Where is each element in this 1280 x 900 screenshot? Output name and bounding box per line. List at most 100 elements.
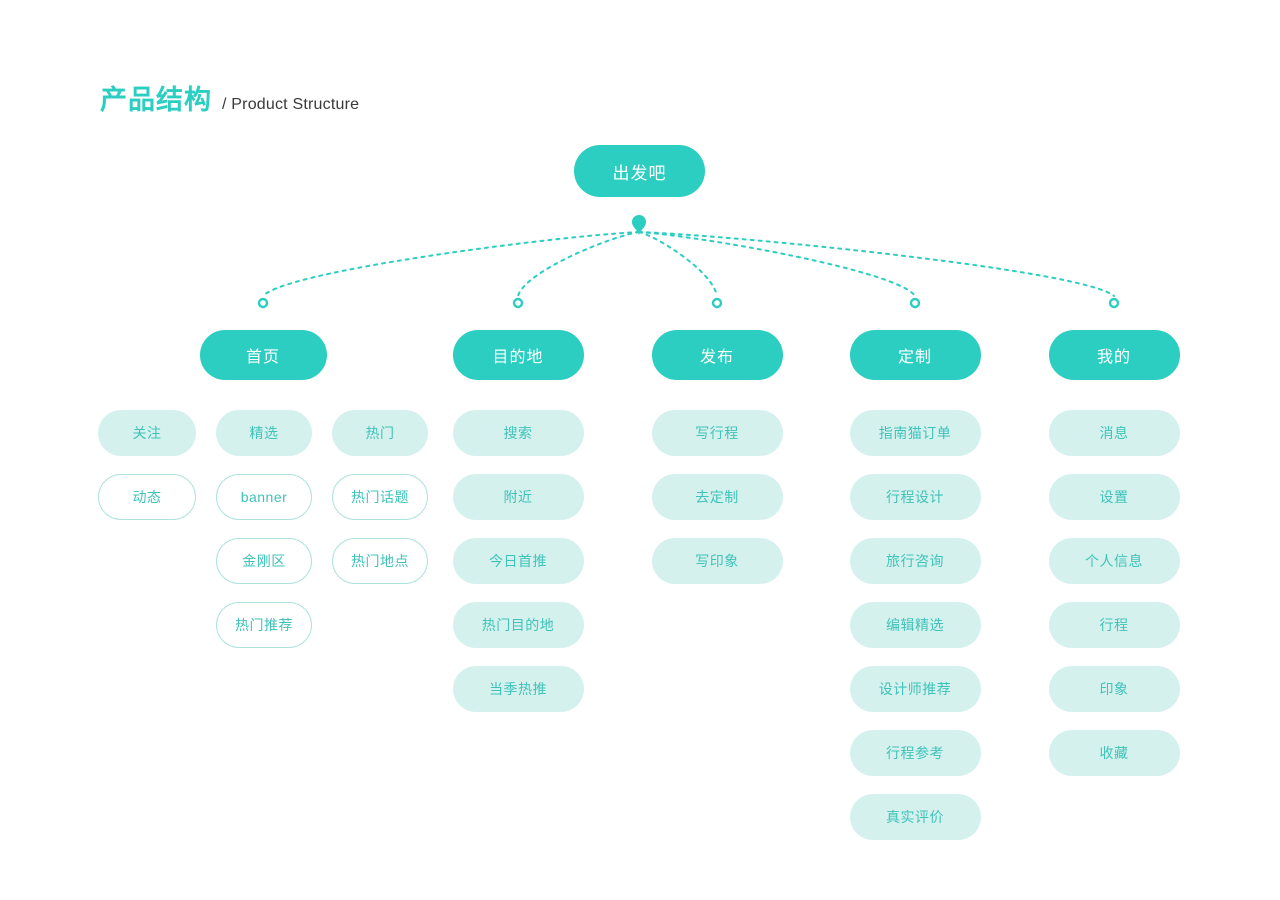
level2-node[interactable]: 发布 [651, 330, 783, 380]
sub-item-pill[interactable]: 行程 [1048, 602, 1180, 648]
sub-item-label: 指南猫订单 [878, 425, 952, 441]
connector-ring-icon [1108, 297, 1120, 309]
sub-item-row: 当季热推 [452, 666, 584, 712]
sub-item-row: 旅行咨询 [849, 538, 981, 584]
sub-item-label: 当季热推 [489, 681, 547, 697]
sub-item-row: 写印象 [651, 538, 783, 584]
connector-ring-icon [711, 297, 723, 309]
sub-item-pill[interactable]: 消息 [1048, 410, 1180, 456]
sub-item-label: 收藏 [1099, 745, 1129, 761]
sub-item-row: 个人信息 [1048, 538, 1180, 584]
sub-item-pill[interactable]: 搜索 [452, 410, 584, 456]
sub-item-row: 设置 [1048, 474, 1180, 520]
tree-column-3: 定制指南猫订单行程设计旅行咨询编辑精选设计师推荐行程参考真实评价 [849, 330, 981, 840]
sub-item-row: 搜索 [452, 410, 584, 456]
tree-column-1: 目的地搜索附近今日首推热门目的地当季热推 [452, 330, 584, 712]
sub-item-pill[interactable]: 编辑精选 [849, 602, 981, 648]
sub-item-pill[interactable]: 去定制 [651, 474, 783, 520]
sub-item-label: 热门 [365, 425, 395, 441]
sub-item-pill[interactable]: 精选 [216, 410, 312, 456]
sub-item-pill[interactable]: 热门话题 [332, 474, 428, 520]
layout-spacer [98, 602, 196, 648]
root-node[interactable]: 出发吧 [574, 145, 705, 197]
sub-item-pill[interactable]: 写行程 [651, 410, 783, 456]
sub-item-pill[interactable]: 热门推荐 [216, 602, 312, 648]
sub-item-pill[interactable]: 真实评价 [849, 794, 981, 840]
sub-item-pill[interactable]: 金刚区 [216, 538, 312, 584]
connector-path-2 [638, 231, 718, 297]
sub-item-row: 指南猫订单 [849, 410, 981, 456]
sub-item-label: 精选 [249, 425, 279, 441]
sub-item-row: 真实评价 [849, 794, 981, 840]
sub-item-label: 热门推荐 [235, 617, 293, 633]
sub-item-pill[interactable]: 设置 [1048, 474, 1180, 520]
sub-item-rows: 指南猫订单行程设计旅行咨询编辑精选设计师推荐行程参考真实评价 [849, 410, 981, 840]
sub-item-pill[interactable]: 行程参考 [849, 730, 981, 776]
sub-item-label: banner [240, 489, 288, 505]
sub-item-row: 行程参考 [849, 730, 981, 776]
level2-node[interactable]: 目的地 [452, 330, 584, 380]
sub-item-label: 搜索 [503, 425, 533, 441]
sub-item-row: 附近 [452, 474, 584, 520]
sub-item-pill[interactable]: 写印象 [651, 538, 783, 584]
sub-item-label: 设置 [1099, 489, 1129, 505]
sub-item-pill[interactable]: 印象 [1048, 666, 1180, 712]
sub-item-row: 编辑精选 [849, 602, 981, 648]
tree-column-4: 我的消息设置个人信息行程印象收藏 [1048, 330, 1180, 776]
sub-item-label: 写行程 [695, 425, 739, 441]
sub-item-pill[interactable]: 附近 [452, 474, 584, 520]
map-pin-icon [632, 215, 646, 235]
sub-item-pill[interactable]: 设计师推荐 [849, 666, 981, 712]
sub-item-row: 热门目的地 [452, 602, 584, 648]
sub-item-label: 写印象 [695, 553, 739, 569]
sub-item-pill[interactable]: 热门地点 [332, 538, 428, 584]
sub-item-pill[interactable]: 行程设计 [849, 474, 981, 520]
connector-ring-icon [257, 297, 269, 309]
sub-item-label: 消息 [1099, 425, 1129, 441]
sub-item-pill[interactable]: 旅行咨询 [849, 538, 981, 584]
sub-item-pill[interactable]: 收藏 [1048, 730, 1180, 776]
sub-item-label: 热门地点 [351, 553, 409, 569]
level2-node[interactable]: 首页 [199, 330, 327, 380]
sub-item-label: 去定制 [695, 489, 739, 505]
sub-item-label: 设计师推荐 [878, 681, 952, 697]
tree-column-2: 发布写行程去定制写印象 [651, 330, 783, 584]
level2-node-label: 我的 [1096, 349, 1131, 366]
sub-item-rows: 关注 精选 热门动态 banner 热门话题金刚区 热门地点热门推荐 [98, 410, 428, 648]
sub-item-pill[interactable]: 动态 [98, 474, 196, 520]
sub-item-row: 今日首推 [452, 538, 584, 584]
sub-item-row: 收藏 [1048, 730, 1180, 776]
page-title-cn: 产品结构 [100, 85, 212, 115]
level2-node-label: 定制 [897, 349, 932, 366]
sub-item-pill[interactable]: 今日首推 [452, 538, 584, 584]
sub-item-rows: 消息设置个人信息行程印象收藏 [1048, 410, 1180, 776]
sub-item-label: 热门话题 [351, 489, 409, 505]
sub-item-pill[interactable]: 个人信息 [1048, 538, 1180, 584]
connector-path-1 [517, 231, 640, 297]
level2-node[interactable]: 定制 [849, 330, 981, 380]
sub-item-label: 真实评价 [886, 809, 944, 825]
sub-item-row: 行程 [1048, 602, 1180, 648]
sub-item-row: 去定制 [651, 474, 783, 520]
sub-item-pill[interactable]: banner [216, 474, 312, 520]
sub-item-row: 印象 [1048, 666, 1180, 712]
page-title-en: / Product Structure [222, 96, 360, 113]
connector-path-4 [638, 231, 1115, 297]
connector-ring-icon [512, 297, 524, 309]
sub-item-label: 附近 [503, 489, 533, 505]
sub-item-pill[interactable]: 当季热推 [452, 666, 584, 712]
sub-item-pill[interactable]: 热门 [332, 410, 428, 456]
connector-ring-icon [909, 297, 921, 309]
sub-item-row: 热门推荐 [98, 602, 428, 648]
sub-item-row: 动态 banner 热门话题 [98, 474, 428, 520]
root-node-label: 出发吧 [612, 163, 667, 183]
sub-item-pill[interactable]: 热门目的地 [452, 602, 584, 648]
sub-item-label: 行程参考 [886, 745, 944, 761]
sub-item-pill[interactable]: 关注 [98, 410, 196, 456]
sub-item-label: 编辑精选 [886, 617, 944, 633]
level2-node[interactable]: 我的 [1048, 330, 1180, 380]
sub-item-pill[interactable]: 指南猫订单 [849, 410, 981, 456]
sub-item-label: 动态 [132, 489, 162, 505]
sub-item-row: 写行程 [651, 410, 783, 456]
